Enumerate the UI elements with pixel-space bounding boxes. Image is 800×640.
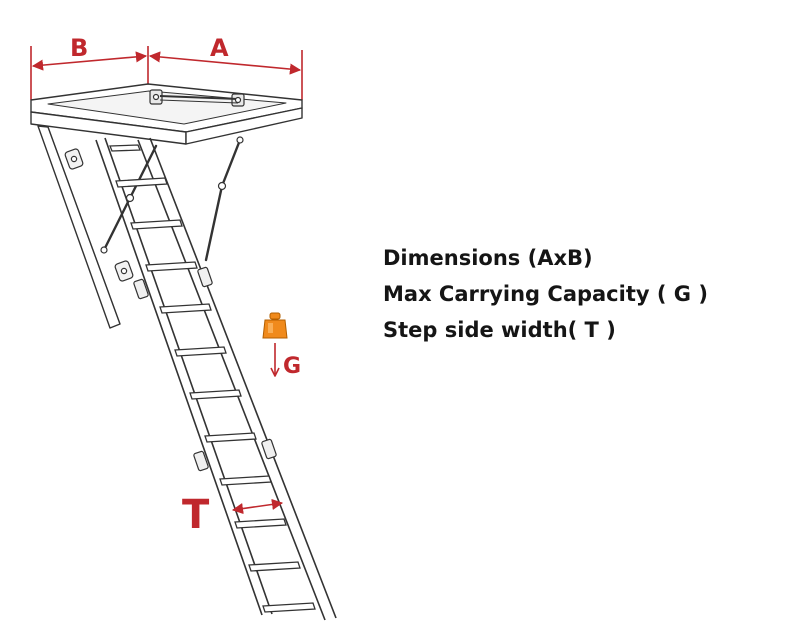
door-brackets bbox=[64, 148, 134, 282]
step-width-t-label: T bbox=[182, 492, 210, 538]
ladder-stiles bbox=[95, 137, 337, 621]
legend-item-capacity: Max Carrying Capacity ( G ) bbox=[383, 282, 708, 306]
step-width-arrow bbox=[231, 498, 284, 515]
section-joints bbox=[133, 266, 277, 472]
hinge-mechanism bbox=[149, 89, 245, 107]
legend-list: Dimensions (AxB) Max Carrying Capacity (… bbox=[383, 240, 708, 348]
ladder-steps bbox=[109, 144, 316, 613]
hatch-frame bbox=[30, 83, 303, 145]
support-arms bbox=[102, 138, 242, 262]
trap-door bbox=[37, 125, 121, 329]
capacity-g-label: G bbox=[283, 354, 302, 379]
dimension-lines bbox=[30, 46, 303, 100]
dimension-b-line bbox=[31, 51, 148, 71]
dimension-b-label: B bbox=[70, 34, 89, 62]
legend-item-dimensions: Dimensions (AxB) bbox=[383, 246, 593, 270]
arm-joints bbox=[100, 136, 244, 254]
dimension-a-label: A bbox=[210, 34, 229, 62]
dimension-a-line bbox=[148, 51, 302, 75]
legend-item-step-width: Step side width( T ) bbox=[383, 318, 616, 342]
down-arrow-icon bbox=[270, 343, 280, 377]
weight-icon bbox=[262, 312, 288, 339]
